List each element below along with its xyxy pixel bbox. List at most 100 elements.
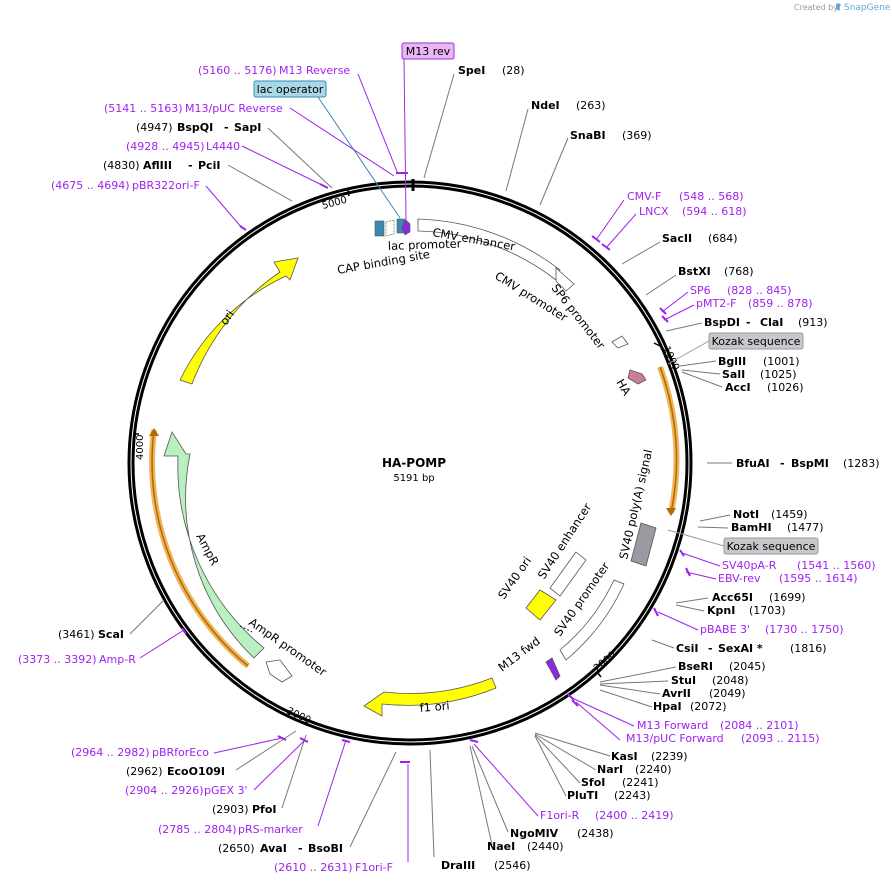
feature-sp6-promoter [611,335,629,349]
primer-amp-r: (3373 .. 3392)Amp-R [18,653,136,666]
boxed-label-kozak-2: Kozak sequence [723,537,819,555]
svg-text:SV40pA-R: SV40pA-R [722,559,777,572]
primer-pmt2-f: pMT2-F(859 .. 878) [696,297,813,310]
feature-f1-ori [363,677,497,717]
site-sacii: SacII(684) [662,232,738,245]
svg-text:pBABE 3': pBABE 3' [700,623,750,636]
svg-text:(3461): (3461) [58,628,95,641]
svg-text:(1730 .. 1750): (1730 .. 1750) [765,623,844,636]
primer-sv40pa-r: SV40pA-R (1541 .. 1560) [722,559,876,572]
svg-text:-: - [298,842,303,855]
svg-text:(2903): (2903) [212,803,249,816]
site-bseri: BseRI(2045) [678,660,766,673]
svg-text:BspQI: BspQI [177,121,213,134]
svg-text:(4830): (4830) [103,159,140,172]
svg-text:(2904 .. 2926): (2904 .. 2926) [125,784,204,797]
svg-text:(2049): (2049) [709,687,746,700]
svg-text:M13/pUC Forward: M13/pUC Forward [626,732,724,745]
feature-sv40-polya [630,522,657,567]
svg-text:(4928 .. 4945): (4928 .. 4945) [126,140,205,153]
backbone-outer [127,180,693,746]
site-noti: NotI(1459) [733,508,808,521]
svg-text:PciI: PciI [198,159,220,172]
primer-pbabe-3: pBABE 3' (1730 .. 1750) [700,623,844,636]
svg-text:BamHI: BamHI [731,521,772,534]
site-ndei: NdeI (263) [531,99,606,112]
feature-lac-promoter [385,219,395,237]
svg-text:(2610 .. 2631): (2610 .. 2631) [274,861,353,874]
svg-text:EBV-rev: EBV-rev [718,572,761,585]
primer-marks [181,172,691,763]
svg-text:SacII: SacII [662,232,692,245]
svg-text:BseRI: BseRI [678,660,713,673]
svg-text:3000: 3000 [285,706,313,727]
svg-text:(2650): (2650) [218,842,255,855]
svg-text:(5141 .. 5163): (5141 .. 5163) [104,102,183,115]
feature-m13-rev [401,218,411,236]
svg-text:lac operator: lac operator [257,83,324,96]
svg-text:(913): (913) [798,316,828,329]
svg-text:(2546): (2546) [494,859,531,872]
svg-text:M13 Reverse: M13 Reverse [279,64,350,77]
svg-text:BspMI: BspMI [791,457,829,470]
primer-cmv-f: CMV-F(548 .. 568) [627,190,744,203]
feature-label-lac-promoter: lac promoter [388,236,462,253]
svg-text:(1816): (1816) [790,642,827,655]
primer-pbrforeco: (2964 .. 2982)pBRforEco [71,746,209,759]
svg-text:(2241): (2241) [622,776,659,789]
svg-text:NaeI: NaeI [487,840,515,853]
svg-text:CsiI: CsiI [676,642,698,655]
svg-text:(369): (369) [622,129,652,142]
svg-text:(2084 .. 2101): (2084 .. 2101) [720,719,799,732]
svg-text:Kozak sequence: Kozak sequence [712,335,801,348]
leader-m13-rev [403,58,407,220]
feature-sv40-ori [525,589,557,621]
svg-text:pBR322ori-F: pBR322ori-F [132,179,200,192]
feature-label-f1-ori: f1 ori [419,698,450,715]
site-scai: (3461)ScaI [58,628,124,641]
svg-text:HpaI: HpaI [653,700,682,713]
svg-text:(2243): (2243) [614,789,651,802]
svg-text:-: - [188,159,193,172]
primer-ebv-rev: EBV-rev (1595 .. 1614) [718,572,858,585]
feature-label-m13-fwd: M13 fwd [495,634,542,675]
svg-text:2000: 2000 [592,650,619,675]
svg-text:NarI: NarI [597,763,623,776]
leader-kozak-2 [667,529,725,547]
primer-f1ori-f: (2610 .. 2631)F1ori-F [274,861,393,874]
svg-text:PfoI: PfoI [252,803,277,816]
svg-text:(2240): (2240) [635,763,672,776]
svg-text:-: - [708,642,713,655]
site-avrii: AvrII(2049) [662,687,746,700]
site-csii-sexai: CsiI-SexAI *(1816) [676,642,827,655]
orf-arrow-ampr [149,428,159,436]
site-hpai: HpaI (2072) [653,700,727,713]
plasmid-name: HA-POMP [382,456,446,470]
site-avai-bsobi: (2650)AvaI-BsoBI [218,842,343,855]
svg-text:(263): (263) [576,99,606,112]
svg-text:(2072): (2072) [690,700,727,713]
restriction-sites: SpeI(28) NdeI(263) SnaBI(369) SacII(684)… [58,64,880,872]
svg-text:(1541 .. 1560): (1541 .. 1560) [797,559,876,572]
svg-text:Acc65I: Acc65I [712,591,753,604]
primers: CMV-F(548 .. 568) LNCX(594 .. 618) SP6(8… [18,64,876,874]
svg-text:(1595 .. 1614): (1595 .. 1614) [779,572,858,585]
svg-text:SapI: SapI [234,121,261,134]
svg-text:AflIII: AflIII [143,159,172,172]
tick-4000: 4000 [134,433,146,460]
site-pfoi: (2903)PfoI [212,803,277,816]
svg-text:(594 .. 618): (594 .. 618) [682,205,747,218]
svg-text:BfuAI: BfuAI [736,457,770,470]
svg-text:SnaBI: SnaBI [570,129,606,142]
primer-m13-reverse: (5160 .. 5176)M13 Reverse [198,64,350,77]
site-sali: SalI(1025) [722,368,797,381]
svg-text:CMV-F: CMV-F [627,190,661,203]
svg-text:SfoI: SfoI [581,776,605,789]
svg-text:(2785 .. 2804): (2785 .. 2804) [158,823,237,836]
svg-text:BglII: BglII [718,355,746,368]
site-stui: StuI(2048) [671,674,749,687]
feature-m13-fwd [545,657,561,681]
svg-text:NdeI: NdeI [531,99,560,112]
svg-text:4000: 4000 [135,435,146,460]
